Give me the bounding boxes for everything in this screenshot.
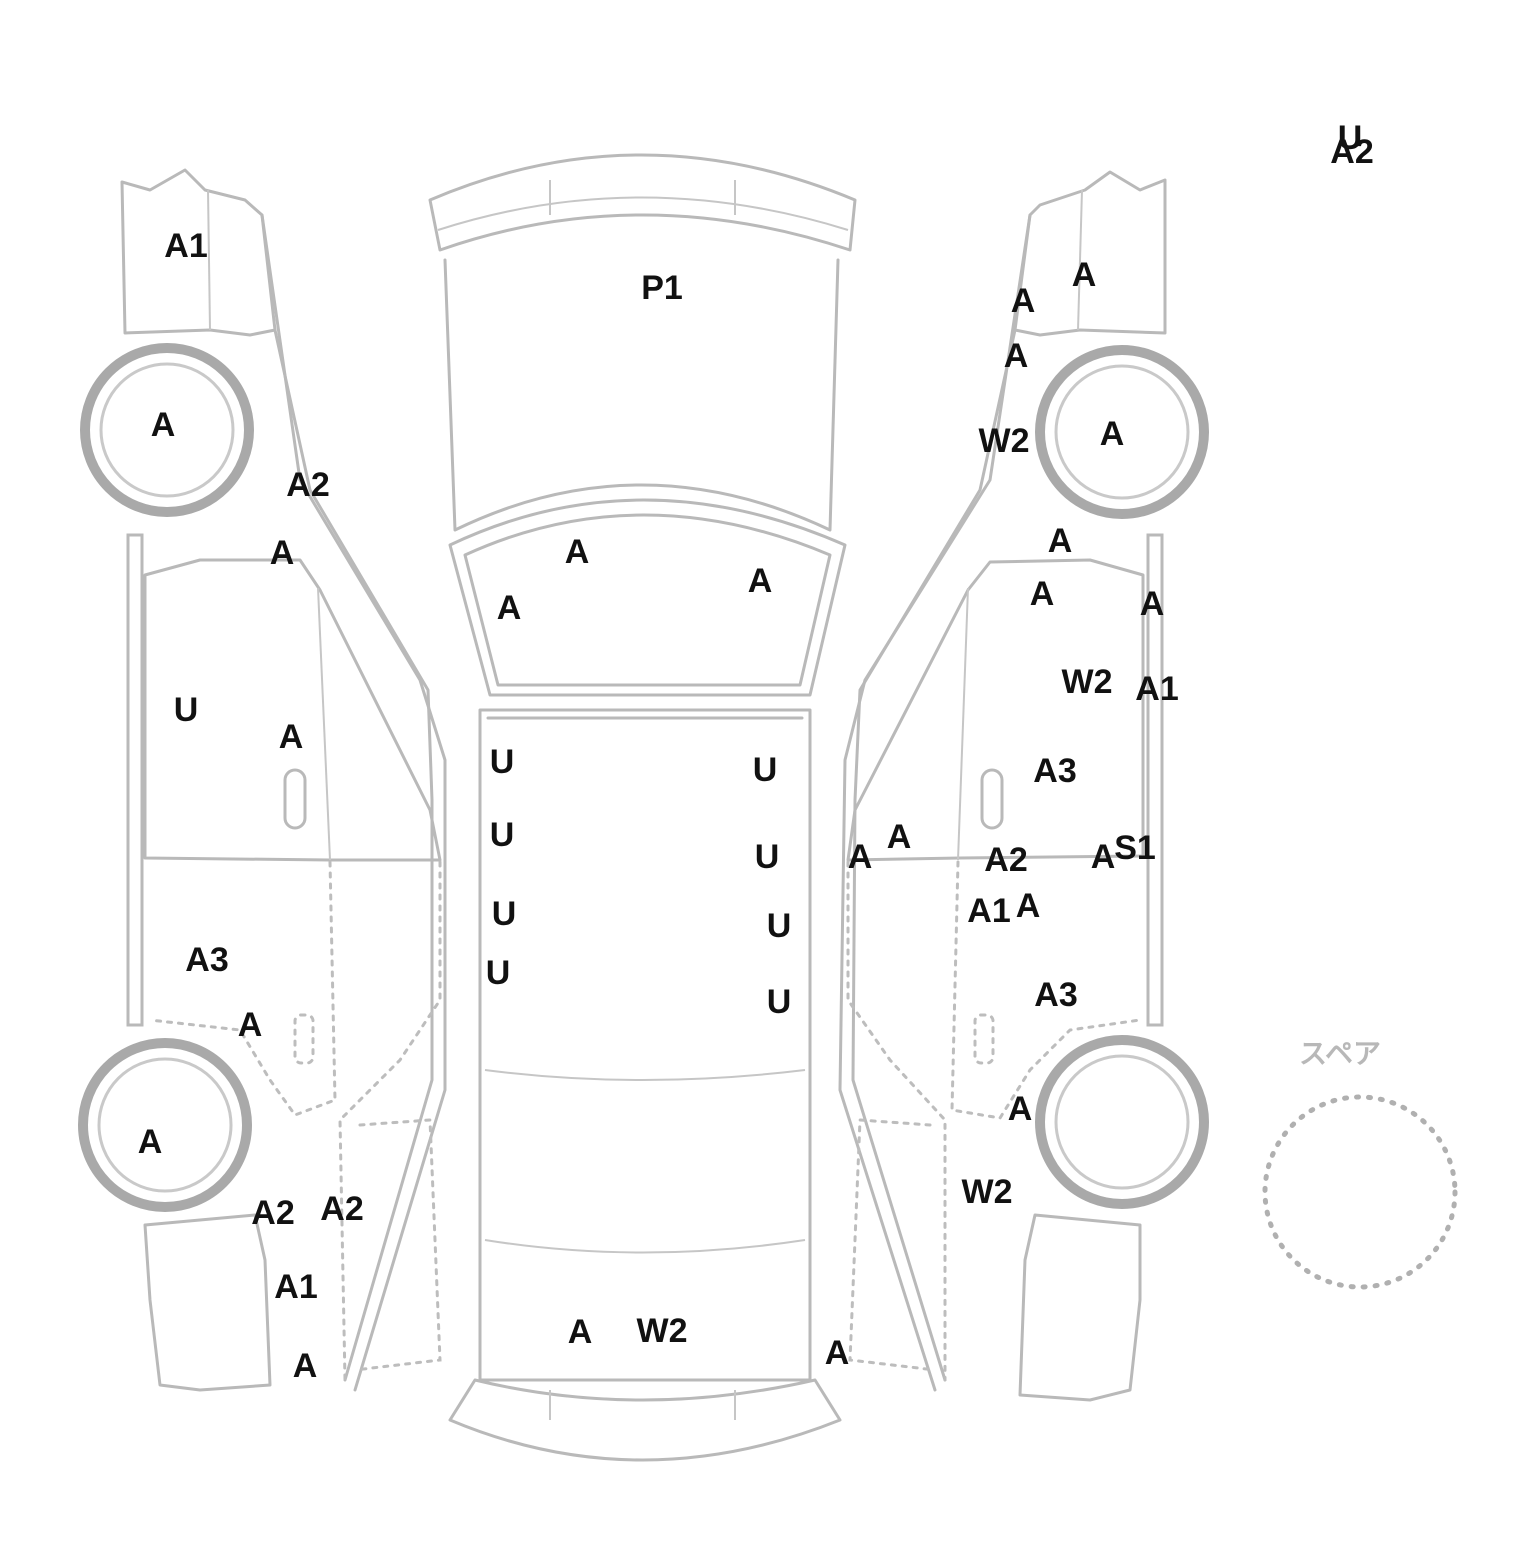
right-side-view	[838, 170, 1209, 1402]
mark-left-rear-arch: A	[237, 1006, 263, 1044]
mark-right-rear-bumper: A	[824, 1334, 850, 1372]
mark-right-rear-door-2: A	[1015, 887, 1041, 925]
mark-hood: P1	[641, 269, 683, 307]
mark-top-right-2: A2	[1330, 133, 1374, 171]
mark-right-rear-quarter: W2	[961, 1173, 1013, 1211]
mark-right-front-door-1: A	[1029, 575, 1055, 613]
mark-left-front-door: U	[173, 691, 199, 729]
mark-right-front-fender-1: A	[1071, 256, 1097, 294]
mark-right-sill-2: A	[886, 818, 912, 856]
mark-right-rear-arch: A	[1007, 1090, 1033, 1128]
mark-roof-left-3: U	[491, 895, 517, 933]
mark-left-rear-bumper: A	[292, 1347, 318, 1385]
mark-roof-left-4: U	[485, 954, 511, 992]
mark-left-front-wheel: A	[150, 406, 176, 444]
mark-roof-right-1: U	[752, 751, 778, 789]
mark-roof-left-2: U	[489, 816, 515, 854]
mark-right-sill-5: S1	[1114, 829, 1156, 867]
spare-tire-circle	[1262, 1094, 1458, 1290]
mark-windshield-2: A	[747, 562, 773, 600]
mark-right-sill-1: A	[847, 838, 873, 876]
mark-right-front-door-5: A3	[1033, 752, 1077, 790]
mark-right-sill-3: A2	[984, 841, 1028, 879]
top-view	[428, 153, 857, 1462]
mark-right-sill-4: A	[1090, 838, 1116, 876]
mark-right-front-fender-3: A	[1003, 337, 1029, 375]
mark-roof-right-3: U	[766, 907, 792, 945]
mark-top-right-1: U	[1337, 119, 1363, 157]
mark-left-rear-quarter-3: A1	[274, 1268, 318, 1306]
mark-left-a-pillar: A2	[286, 466, 330, 504]
mark-right-front-door-4: A1	[1135, 670, 1179, 708]
mark-left-rear-quarter-2: A2	[320, 1190, 364, 1228]
mark-left-rear-door: A3	[185, 941, 229, 979]
mark-trunk-1: A	[567, 1313, 593, 1351]
mark-roof-right-4: U	[766, 983, 792, 1021]
mark-right-front-door-3: W2	[1061, 663, 1113, 701]
mark-left-rear-wheel: A	[137, 1123, 163, 1161]
left-side-view	[78, 168, 447, 1392]
mark-right-rear-door-1: A1	[967, 892, 1011, 930]
mark-trunk-2: W2	[636, 1312, 688, 1350]
mark-left-front-door-handle: A	[278, 718, 304, 756]
mark-roof-left-1: U	[489, 743, 515, 781]
spare-label: スペア	[1298, 1037, 1382, 1070]
mark-left-rear-quarter-1: A2	[251, 1194, 295, 1232]
mark-left-front-fender: A1	[164, 227, 208, 265]
mark-right-a-pillar: A	[1047, 522, 1073, 560]
mark-right-rear-door-3: A3	[1034, 976, 1078, 1014]
mark-roof-right-2: U	[754, 838, 780, 876]
mark-right-front-fender-2: A	[1010, 282, 1036, 320]
mark-windshield-3: A	[496, 589, 522, 627]
mark-right-front-fender-4: W2	[978, 422, 1030, 460]
mark-right-front-door-2: A	[1139, 585, 1165, 623]
mark-windshield-1: A	[564, 533, 590, 571]
mark-left-front-door-top: A	[269, 534, 295, 572]
mark-right-front-wheel: A	[1099, 415, 1125, 453]
